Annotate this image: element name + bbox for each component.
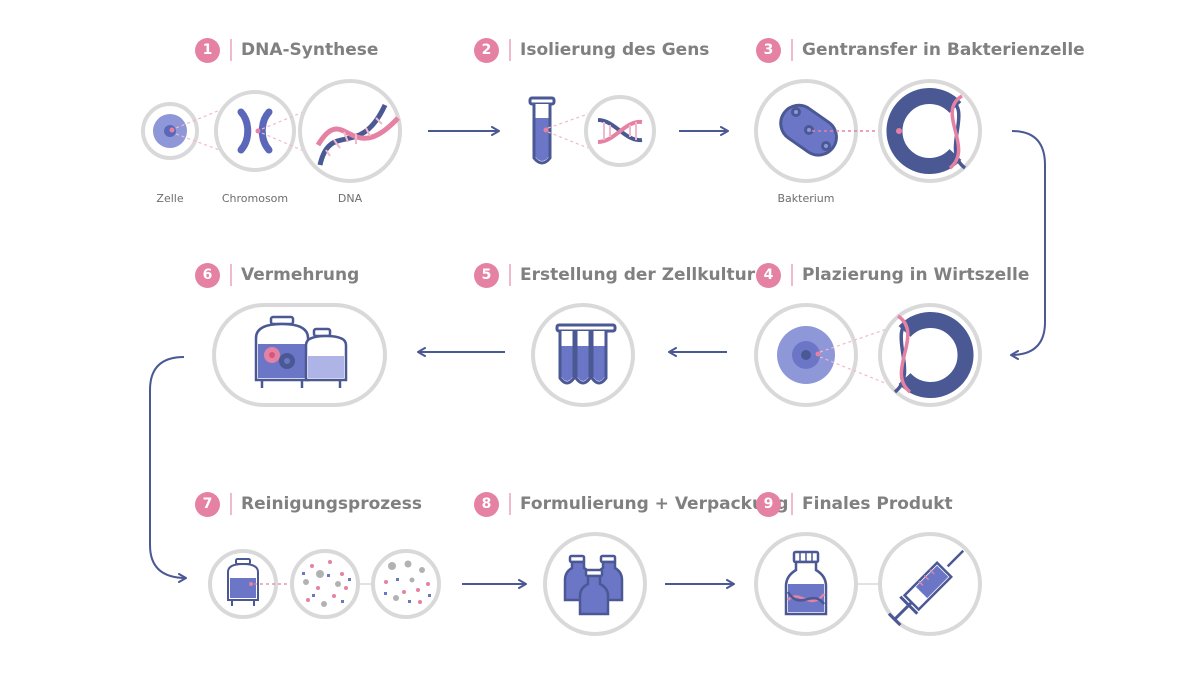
host-cell-icon xyxy=(754,303,858,407)
step-8-heading: 8 Formulierung + Verpackung xyxy=(474,489,788,519)
dna-helix-icon xyxy=(584,95,656,167)
step-number-badge: 7 xyxy=(195,491,220,517)
step-title: Formulierung + Verpackung xyxy=(520,494,789,514)
step-title: Finales Produkt xyxy=(802,494,953,514)
step-3-heading: 3 Gentransfer in Bakterienzelle xyxy=(756,35,1085,65)
step-9-heading: 9 Finales Produkt xyxy=(756,489,953,519)
step-title: Isolierung des Gens xyxy=(520,40,710,60)
step-title: Reinigungsprozess xyxy=(241,494,422,514)
bioreactor-icon xyxy=(212,303,387,407)
plasmid-icon xyxy=(878,303,982,407)
step-1-heading: 1 DNA-Synthese xyxy=(195,35,378,65)
bottle-icon xyxy=(754,532,858,636)
step-number-badge: 1 xyxy=(195,37,220,63)
vials-icon xyxy=(543,532,647,636)
step-number-badge: 9 xyxy=(756,491,781,517)
cell-icon xyxy=(141,102,199,160)
caption-cell: Zelle xyxy=(156,192,184,205)
chromosome-icon xyxy=(214,90,296,172)
step-title: Gentransfer in Bakterienzelle xyxy=(802,40,1085,60)
step-title: Erstellung der Zellkultur xyxy=(520,265,756,285)
step-4-heading: 4 Plazierung in Wirtszelle xyxy=(756,260,1029,290)
step-number-badge: 5 xyxy=(474,262,499,288)
particles-icon xyxy=(290,549,360,619)
test-tubes-icon xyxy=(531,303,635,407)
syringe-icon xyxy=(878,532,982,636)
caption-bacterium: Bakterium xyxy=(777,192,835,205)
step-title: Plazierung in Wirtszelle xyxy=(802,265,1030,285)
plasmid-icon xyxy=(878,79,982,183)
caption-dna: DNA xyxy=(337,192,363,205)
step-number-badge: 3 xyxy=(756,37,781,63)
flow-arrow xyxy=(1010,130,1046,360)
step-title: Vermehrung xyxy=(241,265,360,285)
step-7-heading: 7 Reinigungsprozess xyxy=(195,489,422,519)
caption-chromosome: Chromosom xyxy=(221,192,289,205)
step-number-badge: 2 xyxy=(474,37,499,63)
dna-helix-icon xyxy=(298,79,402,183)
step-number-badge: 8 xyxy=(474,491,499,517)
particles-icon xyxy=(371,549,441,619)
test-tube-icon xyxy=(528,96,556,165)
step-number-badge: 6 xyxy=(195,262,220,288)
step-5-heading: 5 Erstellung der Zellkultur xyxy=(474,260,755,290)
step-2-heading: 2 Isolierung des Gens xyxy=(474,35,709,65)
flow-arrow xyxy=(149,356,187,583)
filter-tank-icon xyxy=(208,549,278,619)
step-number-badge: 4 xyxy=(756,262,781,288)
bacterium-icon xyxy=(754,79,858,183)
step-title: DNA-Synthese xyxy=(241,40,379,60)
step-6-heading: 6 Vermehrung xyxy=(195,260,359,290)
